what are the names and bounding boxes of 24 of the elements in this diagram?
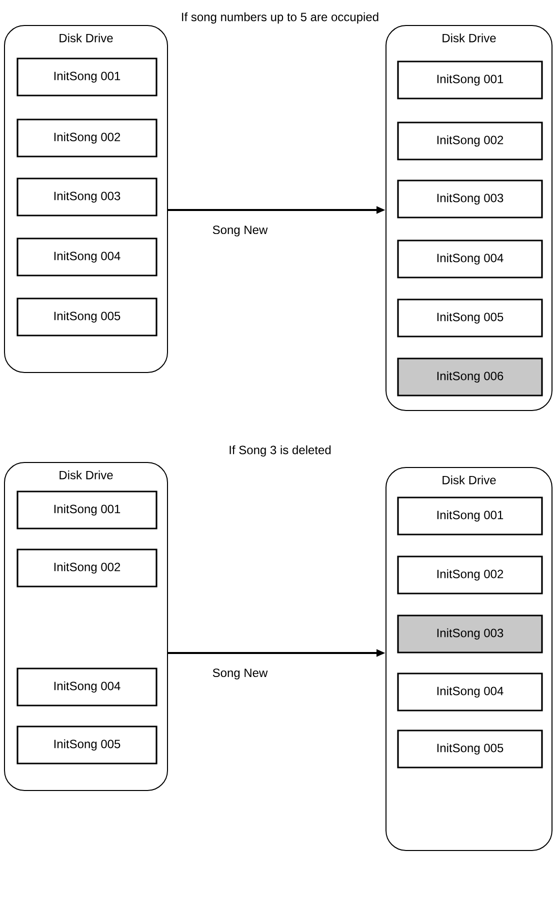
song-box: InitSong 001 [397, 60, 543, 100]
song-box: InitSong 006 [397, 358, 543, 396]
song-box: InitSong 003 [16, 178, 158, 216]
song-box: InitSong 004 [16, 668, 158, 706]
song-box: InitSong 001 [397, 496, 543, 536]
song-box: InitSong 003 [397, 180, 543, 218]
song-box: InitSong 002 [397, 556, 543, 594]
section-heading: If Song 3 is deleted [230, 445, 331, 457]
edge-label: Song New [212, 226, 268, 236]
song-box: InitSong 001 [16, 58, 158, 96]
song-box: InitSong 004 [16, 238, 158, 276]
song-box: InitSong 003 [397, 614, 543, 654]
song-box: InitSong 004 [397, 240, 543, 278]
song-box: InitSong 002 [16, 548, 158, 588]
song-box: InitSong 002 [397, 122, 543, 160]
song-box: InitSong 001 [16, 490, 158, 530]
song-box: InitSong 005 [397, 730, 543, 768]
song-box: InitSong 005 [16, 298, 158, 336]
edge-label: Song New [212, 668, 268, 680]
section-heading: If song numbers up to 5 are occupied [182, 12, 378, 24]
song-box: InitSong 004 [397, 672, 543, 712]
song-box: InitSong 005 [397, 298, 543, 338]
song-box: InitSong 002 [16, 118, 158, 158]
song-box: InitSong 005 [16, 726, 158, 764]
